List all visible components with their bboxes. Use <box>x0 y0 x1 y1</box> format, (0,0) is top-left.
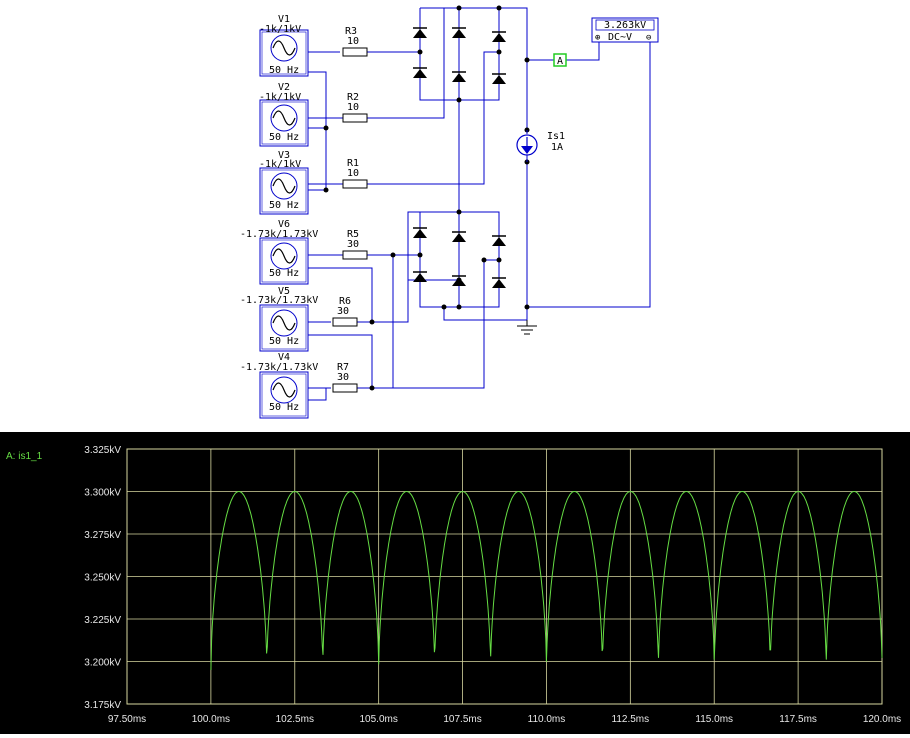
source-v4-name: V4 <box>278 352 290 363</box>
x-tick-label: 100.0ms <box>192 714 230 725</box>
resistor-r7[interactable]: R7 30 <box>332 362 358 393</box>
source-v4-amp: -1.73k/1.73kV <box>240 362 318 373</box>
voltmeter-reading: 3.263kV <box>604 20 646 31</box>
source-v1[interactable]: V1 -1k/1kV 50 Hz <box>259 14 309 77</box>
y-tick-label: 3.275kV <box>84 530 121 541</box>
source-v4[interactable]: V4 -1.73k/1.73kV 50 Hz <box>240 352 318 419</box>
current-source-is1[interactable]: Is1 1A <box>516 130 565 162</box>
source-v3-freq: 50 Hz <box>269 200 299 211</box>
current-source-name: Is1 <box>547 131 565 142</box>
source-v2-freq: 50 Hz <box>269 132 299 143</box>
ground-symbol <box>517 320 537 335</box>
source-v2-name: V2 <box>278 82 290 93</box>
source-v4-freq: 50 Hz <box>269 402 299 413</box>
y-tick-label: 3.200kV <box>84 658 121 669</box>
voltmeter-plus: ⊕ <box>595 33 600 43</box>
plot-background <box>0 432 910 734</box>
resistor-r5[interactable]: R5 30 <box>342 229 368 260</box>
resistor-r1-value: 10 <box>347 168 359 179</box>
resistor-r7-name: R7 <box>337 362 349 373</box>
x-tick-label: 110.0ms <box>528 714 566 725</box>
source-v6-freq: 50 Hz <box>269 268 299 279</box>
source-v5[interactable]: V5 -1.73k/1.73kV 50 Hz <box>240 286 318 352</box>
source-v6[interactable]: V6 -1.73k/1.73kV 50 Hz <box>240 219 318 285</box>
x-tick-label: 97.50ms <box>108 714 146 725</box>
y-tick-label: 3.325kV <box>84 445 121 456</box>
resistor-r5-name: R5 <box>347 229 359 240</box>
source-v1-name: V1 <box>278 14 290 25</box>
x-tick-label: 112.5ms <box>612 714 650 725</box>
x-tick-label: 115.0ms <box>695 714 733 725</box>
probe-a[interactable]: A <box>553 53 567 67</box>
series-legend: A: is1_1 <box>6 451 43 462</box>
schematic-canvas[interactable]: V1 -1k/1kV 50 Hz V2 -1k/1kV 50 Hz V3 -1k… <box>0 0 910 432</box>
x-tick-label: 120.0ms <box>863 714 901 725</box>
source-v2-amp: -1k/1kV <box>259 92 301 103</box>
trace-line <box>210 490 883 671</box>
source-v2[interactable]: V2 -1k/1kV 50 Hz <box>259 82 309 147</box>
axis-ticks: 97.50ms 100.0ms 102.5ms 105.0ms 107.5ms 110.0… <box>84 445 901 725</box>
x-tick-label: 107.5ms <box>443 714 481 725</box>
resistor-r2-value: 10 <box>347 102 359 113</box>
resistor-r2[interactable]: R2 10 <box>342 92 368 123</box>
probe-a-label: A <box>557 56 563 67</box>
resistor-r7-value: 30 <box>337 372 349 383</box>
source-v5-amp: -1.73k/1.73kV <box>240 295 318 306</box>
resistor-r3[interactable]: R3 10 <box>342 26 368 57</box>
resistor-r5-value: 30 <box>347 239 359 250</box>
x-tick-label: 117.5ms <box>779 714 817 725</box>
source-v3-name: V3 <box>278 150 290 161</box>
source-v6-name: V6 <box>278 219 290 230</box>
source-v1-freq: 50 Hz <box>269 65 299 76</box>
schematic-background <box>0 0 910 432</box>
source-v3[interactable]: V3 -1k/1kV 50 Hz <box>259 150 309 215</box>
resistor-r3-value: 10 <box>347 36 359 47</box>
y-tick-label: 3.300kV <box>84 488 121 499</box>
wires <box>308 7 651 401</box>
voltmeter[interactable]: 3.263kV ⊕ DC~V ⊖ <box>591 17 659 43</box>
y-tick-label: 3.250kV <box>84 573 121 584</box>
current-source-value: 1A <box>551 142 563 153</box>
resistor-r1-name: R1 <box>347 158 359 169</box>
y-tick-label: 3.225kV <box>84 615 121 626</box>
y-tick-label: 3.175kV <box>84 700 121 711</box>
resistor-r2-name: R2 <box>347 92 359 103</box>
source-v3-amp: -1k/1kV <box>259 159 301 170</box>
source-v1-amp: -1k/1kV <box>259 24 301 35</box>
voltmeter-mode: DC~V <box>608 32 632 43</box>
source-v6-amp: -1.73k/1.73kV <box>240 229 318 240</box>
resistor-r6-value: 30 <box>337 306 349 317</box>
resistor-r6-name: R6 <box>339 296 351 307</box>
source-v5-freq: 50 Hz <box>269 336 299 347</box>
waveform-plot[interactable]: A: is1_1 97.50ms 100.0ms 102.5ms 105.0ms 107… <box>0 432 910 734</box>
x-tick-label: 105.0ms <box>359 714 397 725</box>
source-v5-name: V5 <box>278 286 290 297</box>
resistor-r3-name: R3 <box>345 26 357 37</box>
resistor-r6[interactable]: R6 30 <box>332 296 358 327</box>
voltmeter-minus: ⊖ <box>646 33 651 43</box>
x-tick-label: 102.5ms <box>276 714 314 725</box>
resistor-r1[interactable]: R1 10 <box>342 158 368 189</box>
